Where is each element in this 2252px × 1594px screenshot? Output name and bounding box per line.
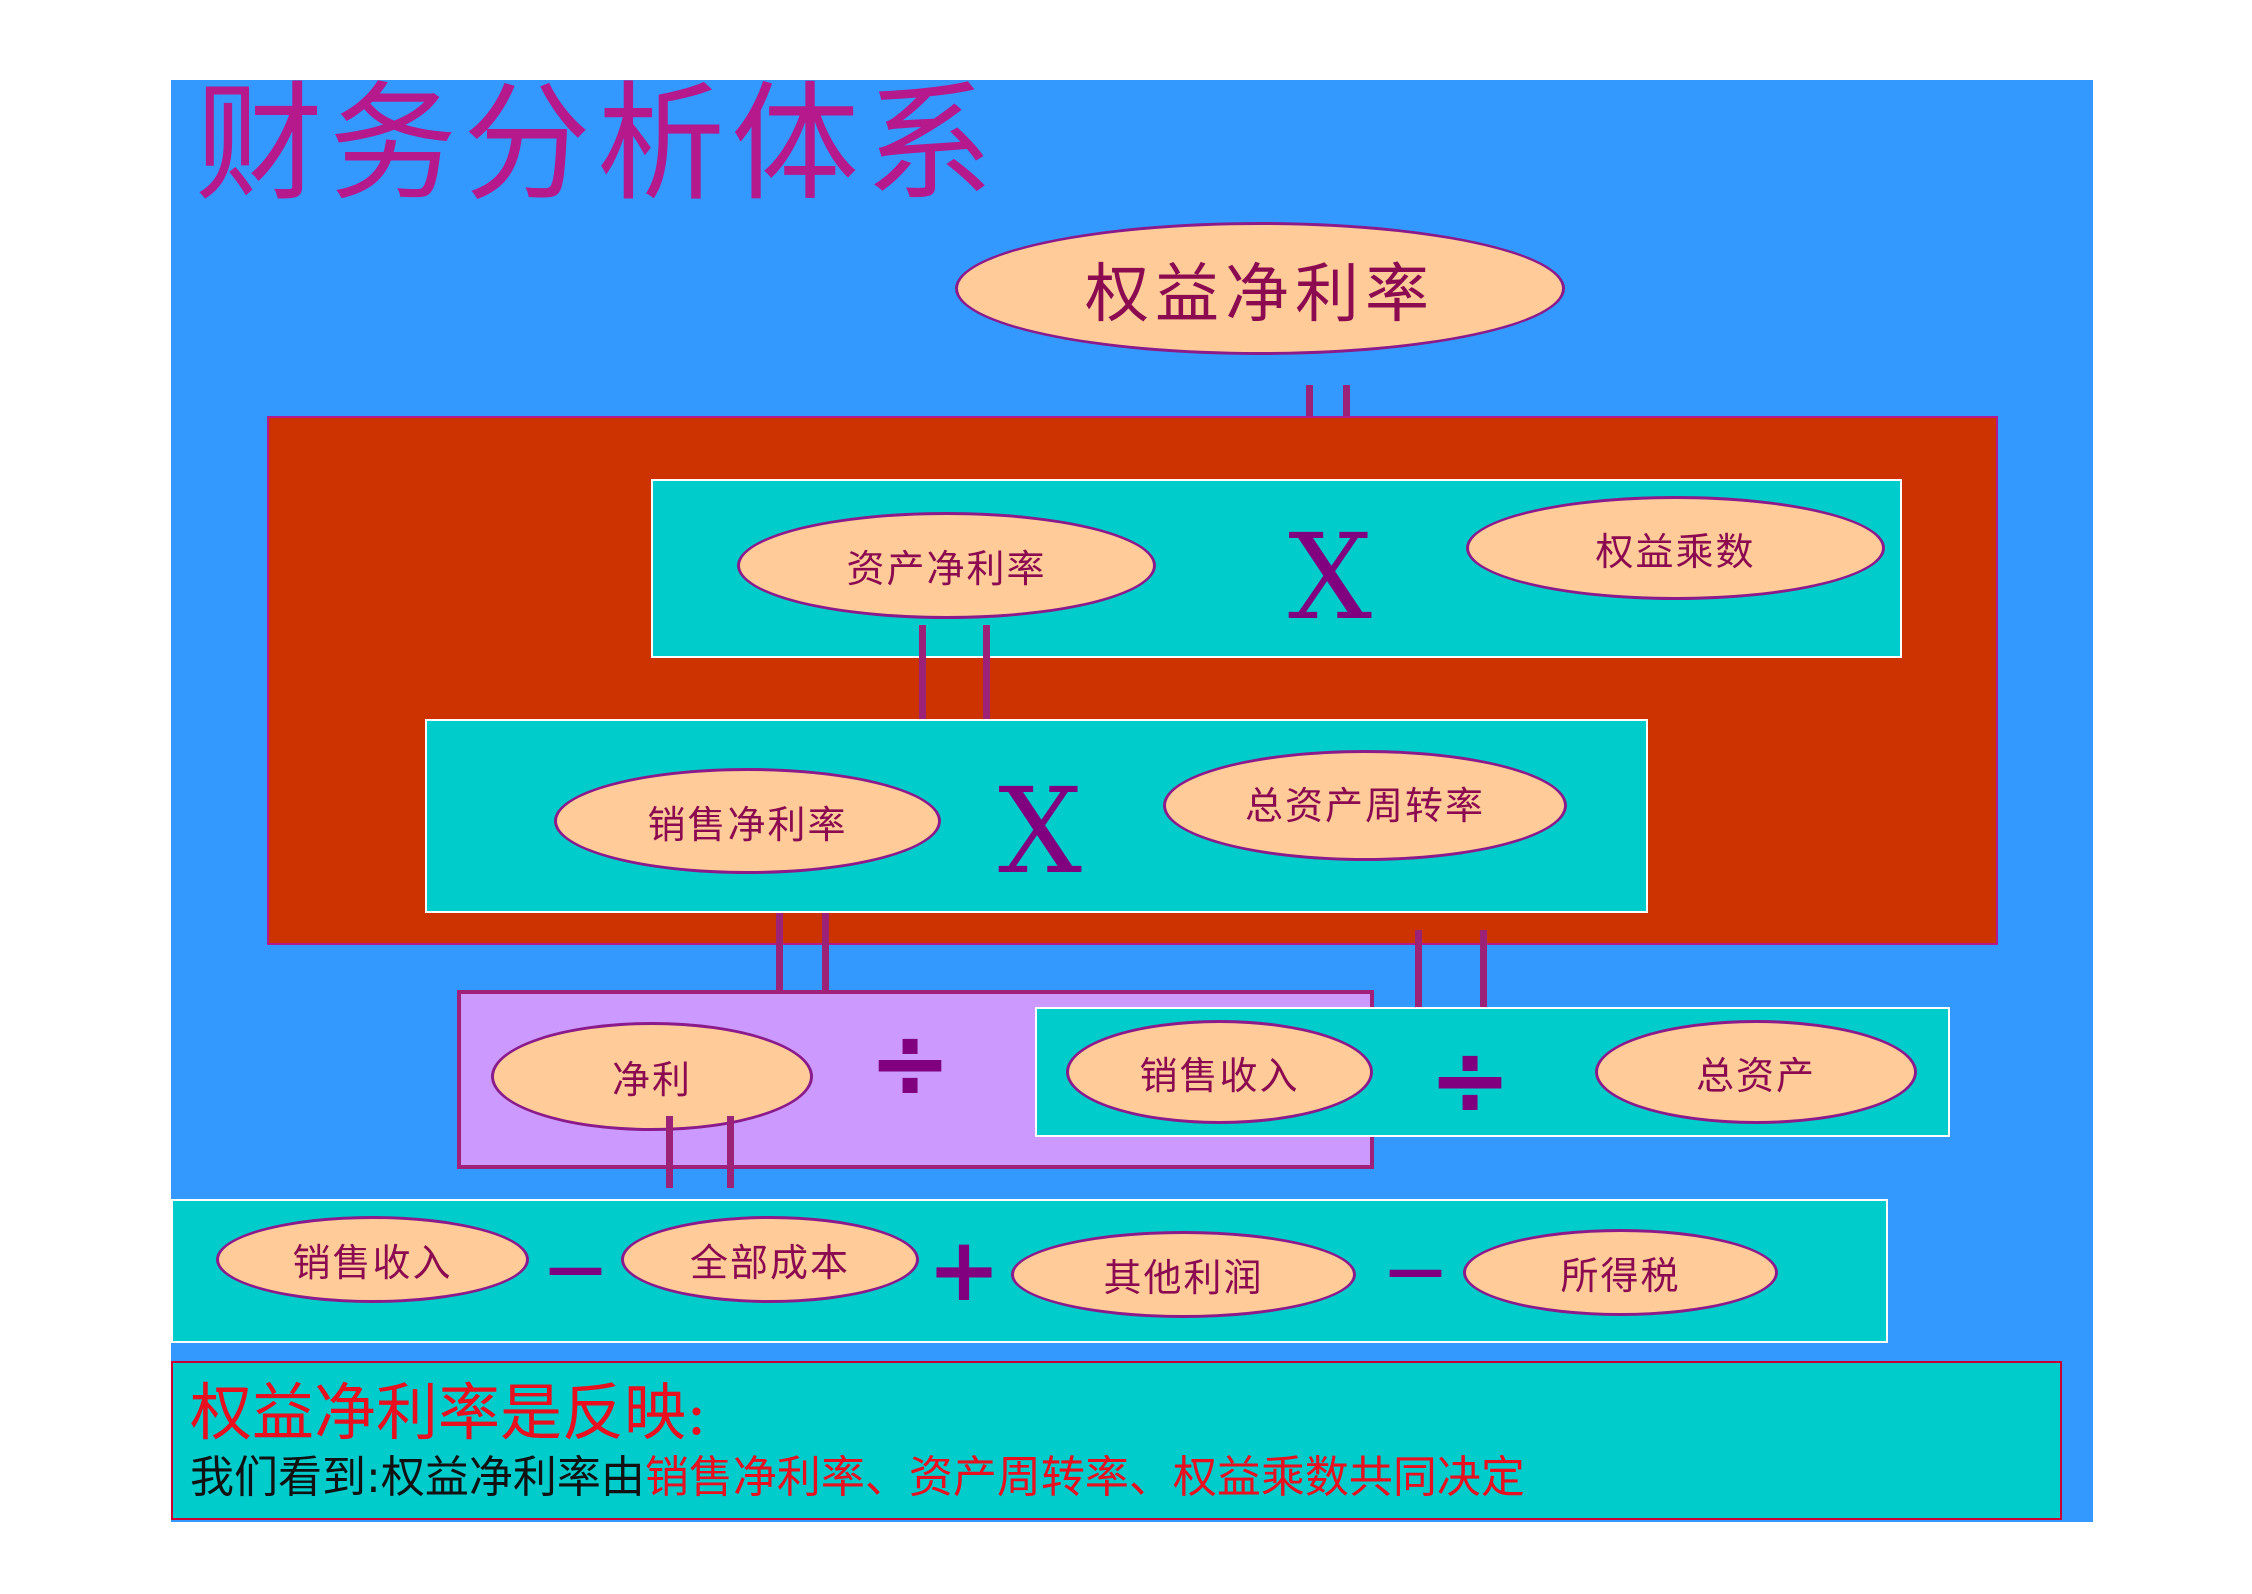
node-net-profit-margin: 销售净利率 <box>554 768 941 874</box>
divide-operator: ÷ <box>868 1004 952 1121</box>
node-income-tax: 所得税 <box>1463 1229 1778 1316</box>
summary-text-highlight: 销售净利率、资产周转率、权益乘数共同决定 <box>644 1452 1525 1503</box>
node-net-profit: 净利 <box>491 1022 813 1131</box>
summary-text-prefix: 我们看到:权益净利率由 <box>190 1452 645 1503</box>
node-other-profit: 其他利润 <box>1011 1231 1356 1318</box>
summary-box <box>171 1361 2062 1520</box>
connector-line <box>727 1116 734 1188</box>
connector-line <box>1415 930 1422 1008</box>
node-total-asset-turnover: 总资产周转率 <box>1163 750 1567 861</box>
node-sales-revenue: 销售收入 <box>216 1216 529 1303</box>
page-title: 财务分析体系 <box>195 70 1000 219</box>
connector-line <box>776 913 783 994</box>
summary-text: 我们看到:权益净利率由销售净利率、资产周转率、权益乘数共同决定 <box>190 1452 1525 1504</box>
connector-line <box>822 913 829 994</box>
connector-line <box>1480 930 1487 1008</box>
minus-operator: — <box>546 1233 605 1301</box>
node-sales-revenue: 销售收入 <box>1066 1020 1373 1124</box>
minus-operator: — <box>1386 1235 1445 1303</box>
summary-heading: 权益净利率是反映: <box>190 1376 707 1449</box>
connector-line <box>666 1116 673 1188</box>
multiply-operator: X <box>997 762 1082 900</box>
node-roe: 权益净利率 <box>955 222 1565 355</box>
node-total-cost: 全部成本 <box>621 1216 919 1303</box>
node-equity-multiplier: 权益乘数 <box>1466 496 1885 600</box>
node-total-assets: 总资产 <box>1595 1020 1917 1124</box>
node-roa: 资产净利率 <box>737 512 1156 619</box>
divide-operator: ÷ <box>1428 1021 1512 1138</box>
multiply-operator: X <box>1287 508 1372 646</box>
connector-line <box>919 625 926 737</box>
plus-operator: + <box>927 1218 1001 1321</box>
connector-line <box>983 625 990 737</box>
